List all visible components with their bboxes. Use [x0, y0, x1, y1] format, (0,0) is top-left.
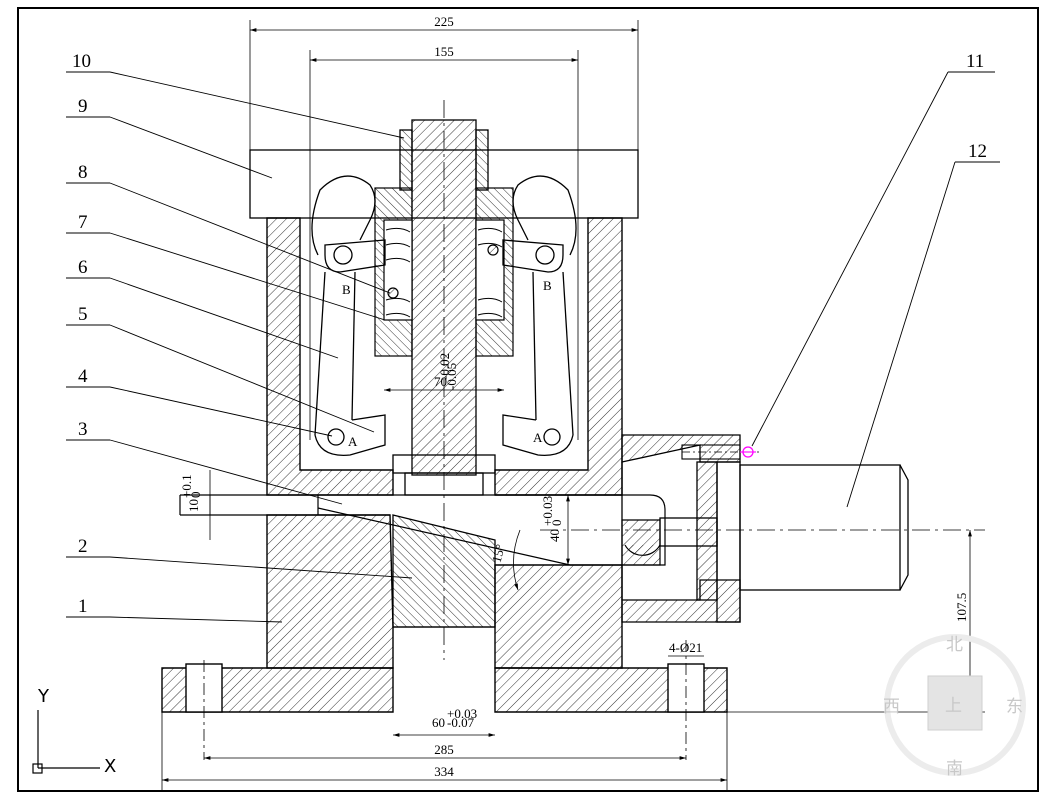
label-right-a: A [533, 430, 543, 445]
compass-south[interactable]: 南 [946, 759, 963, 779]
dim-10: 10 [186, 499, 201, 512]
dim-holes: 4-Ø21 [669, 640, 702, 655]
dim-60-tol-lower: -0.07 [447, 715, 475, 730]
center-shaft [392, 100, 496, 660]
part-label-8: 8 [78, 162, 88, 183]
part-label-4: 4 [78, 366, 88, 387]
push-rod [495, 494, 666, 566]
dim-334: 334 [434, 764, 454, 779]
compass-west[interactable]: 西 [883, 697, 900, 717]
part-label-1: 1 [78, 596, 88, 617]
dim-40-tol-upper: +0.03 [540, 496, 555, 526]
viewcube-compass[interactable]: 上 北 南 西 东 [883, 634, 1026, 779]
part-label-11: 11 [966, 51, 984, 72]
compass-east[interactable]: 东 [1006, 697, 1023, 717]
right-lever [502, 175, 577, 456]
dim-10-tol-upper: +0.1 [179, 474, 194, 498]
part-label-6: 6 [78, 257, 88, 278]
compass-north[interactable]: 北 [946, 635, 963, 655]
slide-slot [179, 494, 622, 516]
dim-40: 40 [547, 529, 562, 542]
dimension-lines [161, 20, 985, 790]
dim-60-tol-upper: +0.03 [447, 706, 477, 721]
dim-angle: 15° [489, 543, 508, 564]
viewcube-top-face[interactable] [927, 675, 983, 731]
dim-70: 70 [434, 374, 447, 389]
dim-60: 60 [432, 715, 445, 730]
label-left-b: B [342, 282, 351, 297]
part-label-2: 2 [78, 536, 88, 557]
part-label-9: 9 [78, 96, 88, 117]
compass-up: 上 [945, 696, 962, 716]
dim-10-tol-lower: 0 [188, 492, 203, 499]
dim-107-5: 107.5 [954, 593, 969, 622]
dim-155: 155 [434, 44, 454, 59]
part-label-7: 7 [78, 212, 88, 233]
label-right-b: B [543, 278, 552, 293]
leader-lines [66, 71, 1000, 623]
ucs-x-label: X [104, 756, 116, 777]
housing [161, 217, 728, 760]
part-label-10: 10 [72, 51, 91, 72]
ucs-y-label: Y [37, 686, 50, 707]
spring-sleeves [374, 187, 514, 357]
cylinder-housing [621, 434, 909, 623]
ucs-icon [32, 710, 100, 774]
dim-225: 225 [434, 14, 454, 29]
dim-285: 285 [434, 742, 454, 757]
dim-40-tol-lower: 0 [549, 520, 564, 527]
dim-70-tol-lower: -0.05 [444, 363, 459, 390]
part-label-3: 3 [78, 419, 88, 440]
label-left-a: A [348, 434, 358, 449]
part-label-5: 5 [78, 304, 88, 325]
drawing-frame [17, 7, 1039, 792]
dim-70-tol-upper: -0.02 [437, 353, 452, 380]
part-label-12: 12 [968, 141, 987, 162]
screw [681, 444, 760, 460]
